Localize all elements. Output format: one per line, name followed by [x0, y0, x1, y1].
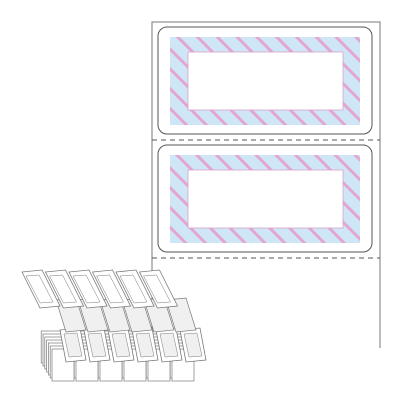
label-sheet — [151, 21, 381, 348]
label-card-2-writing-area — [187, 169, 344, 229]
fanned-label-window-3 — [72, 274, 101, 304]
fanned-label-window-2 — [49, 274, 77, 304]
stack-top-window-3 — [111, 332, 131, 358]
stack-top-window-6 — [183, 332, 203, 358]
fanned-label-window-1 — [25, 274, 54, 304]
fanned-label-window-5 — [119, 274, 148, 304]
label-card-1-writing-area — [187, 51, 344, 111]
stack-top-window-4 — [135, 332, 155, 358]
stack-top-window-1 — [63, 332, 83, 358]
fanfold-label-stack — [21, 269, 207, 382]
fanned-label-window-4 — [96, 274, 124, 304]
sheet-outline — [151, 21, 381, 348]
label-card-2 — [157, 144, 373, 253]
label-card-1 — [157, 26, 373, 135]
fanned-label-window-6 — [143, 274, 171, 304]
stack-top-window-5 — [159, 332, 179, 358]
stack-top-window-2 — [87, 332, 107, 358]
